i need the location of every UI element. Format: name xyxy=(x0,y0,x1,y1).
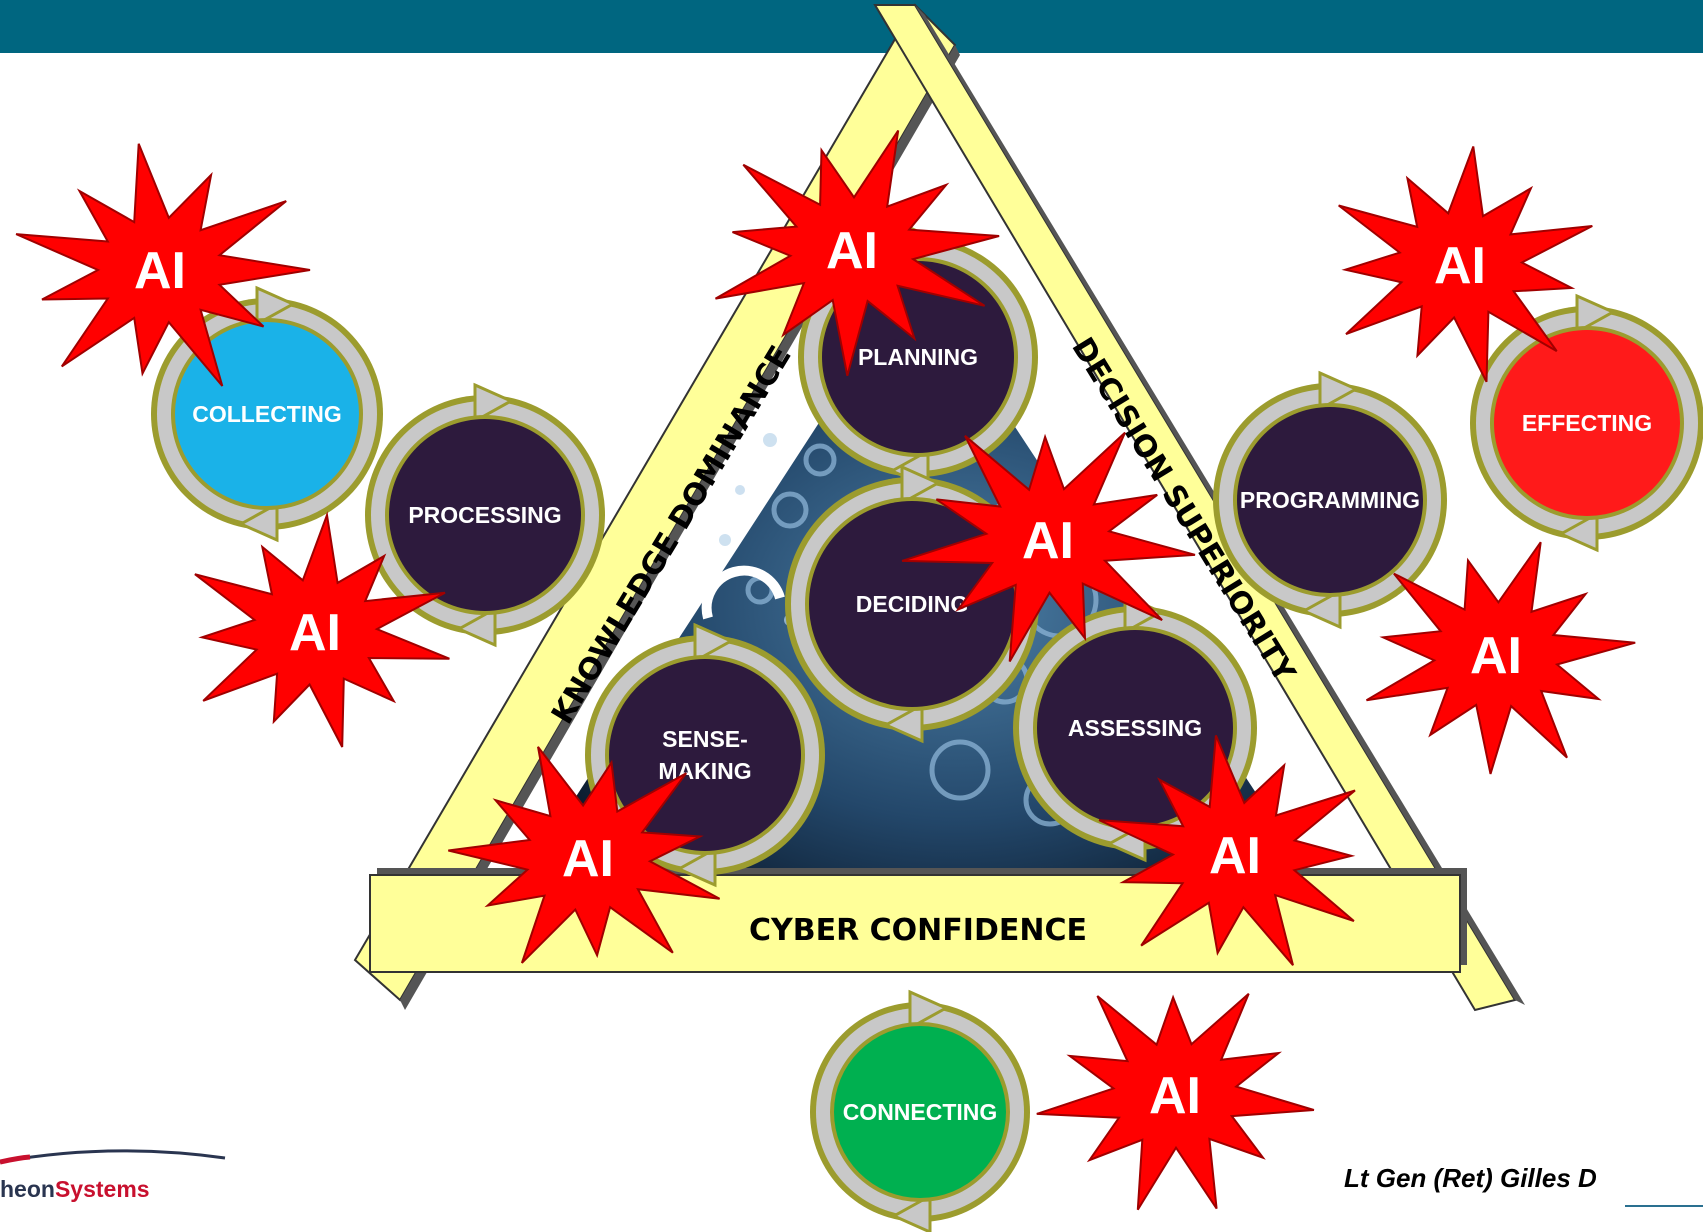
cyber-confidence-label: CYBER CONFIDENCE xyxy=(749,913,1087,948)
ai-starburst-collecting: AI xyxy=(15,143,311,387)
ai-starburst-collecting-shape xyxy=(15,143,311,387)
deciding-circle-label: DECIDING xyxy=(856,591,968,617)
deciding-circle-cycle-arrow-bottom xyxy=(882,702,924,744)
programming-circle-fill xyxy=(1237,407,1423,593)
collecting-circle-label: COLLECTING xyxy=(192,401,342,427)
ai-starburst-connecting-shape xyxy=(1036,993,1315,1211)
company-logo: heonSystems xyxy=(0,1176,150,1203)
assessing-circle-fill xyxy=(1037,630,1233,826)
connecting-circle-cycle-arrow-bottom xyxy=(890,1193,932,1232)
ai-starburst-deciding-label: AI xyxy=(1022,512,1074,570)
connecting-circle-cycle-arrow-top xyxy=(908,989,950,1031)
ai-starburst-collecting-label: AI xyxy=(134,242,186,300)
programming-circle-cycle-arrow-top xyxy=(1318,370,1360,412)
processing-circle-cycle-arrow-bottom xyxy=(455,606,497,648)
ai-starburst-assessing-label: AI xyxy=(1209,827,1261,885)
effecting-circle-cycle-arrow-top xyxy=(1575,293,1617,335)
ai-starburst-programming-label: AI xyxy=(1470,627,1522,685)
author-credit: Lt Gen (Ret) Gilles D xyxy=(1344,1163,1597,1193)
deciding-circle-cycle-arrow-top xyxy=(900,464,942,506)
ai-starburst-processing: AI xyxy=(194,511,450,748)
collecting-circle-fill xyxy=(175,322,359,506)
processing-circle: PROCESSING xyxy=(365,382,605,648)
processing-circle-cycle-arrow-top xyxy=(473,382,515,424)
effecting-circle: EFFECTING xyxy=(1470,293,1703,553)
ai-starburst-programming-shape xyxy=(1365,541,1636,775)
ai-starburst-planning: AI xyxy=(715,129,1000,376)
ai-starburst-sense-making: AI xyxy=(448,746,721,964)
planning-circle-fill xyxy=(822,261,1014,453)
connecting-circle-fill xyxy=(834,1026,1006,1198)
collecting-circle-cycle-arrow-bottom xyxy=(237,501,279,543)
assessing-circle: ASSESSING xyxy=(1013,593,1257,863)
ai-starburst-processing-shape xyxy=(194,511,450,748)
ai-starburst-effecting-shape xyxy=(1338,146,1593,383)
effecting-circle-fill xyxy=(1494,330,1680,516)
ai-starburst-connecting: AI xyxy=(1036,993,1315,1211)
programming-circle-cycle-arrow-bottom xyxy=(1300,588,1342,630)
ai-starburst-processing-label: AI xyxy=(289,604,341,662)
planning-circle-label: PLANNING xyxy=(858,344,978,370)
logo-text-part2: Systems xyxy=(54,1176,150,1202)
ai-starburst-assessing: AI xyxy=(1098,735,1356,966)
ai-starburst-assessing-shape xyxy=(1098,735,1356,966)
connecting-circle: CONNECTING xyxy=(810,989,1030,1232)
sense-making-circle-label-1: SENSE- xyxy=(662,726,748,752)
programming-circle: PROGRAMMING xyxy=(1213,370,1447,630)
ai-starburst-effecting-label: AI xyxy=(1434,237,1486,295)
logo-swoosh xyxy=(0,1149,226,1165)
ai-starburst-programming: AI xyxy=(1365,541,1636,775)
connecting-circle-label: CONNECTING xyxy=(843,1099,998,1125)
ai-starburst-sense-making-shape xyxy=(448,746,721,964)
assessing-circle-label: ASSESSING xyxy=(1068,715,1202,741)
ai-starburst-deciding: AI xyxy=(901,431,1196,663)
header-bar xyxy=(0,0,1703,53)
ai-starburst-planning-label: AI xyxy=(826,222,878,280)
sense-making-circle-cycle-arrow-top xyxy=(693,622,735,664)
ai-starbursts: AI AI AI AI AI AI AI AI AI xyxy=(15,129,1636,1211)
programming-circle-label: PROGRAMMING xyxy=(1240,487,1420,513)
effecting-circle-label: EFFECTING xyxy=(1522,410,1652,436)
processing-circle-fill xyxy=(389,419,581,611)
process-circles: COLLECTING PROCESSING PLANNING DECIDING SENS… xyxy=(151,224,1703,1232)
logo-text-part1: heon xyxy=(0,1176,55,1202)
effecting-circle-cycle-arrow-bottom xyxy=(1557,511,1599,553)
ai-starburst-connecting-label: AI xyxy=(1149,1067,1201,1125)
sense-making-circle-cycle-arrow-bottom xyxy=(675,846,717,888)
processing-circle-label: PROCESSING xyxy=(408,502,561,528)
ai-starburst-sense-making-label: AI xyxy=(562,830,614,888)
ai-starburst-planning-shape xyxy=(715,129,1000,376)
author-underline xyxy=(1625,1205,1703,1207)
ai-starburst-deciding-shape xyxy=(901,431,1196,663)
ai-starburst-effecting: AI xyxy=(1338,146,1593,383)
collecting-circle-cycle-arrow-top xyxy=(255,285,297,327)
